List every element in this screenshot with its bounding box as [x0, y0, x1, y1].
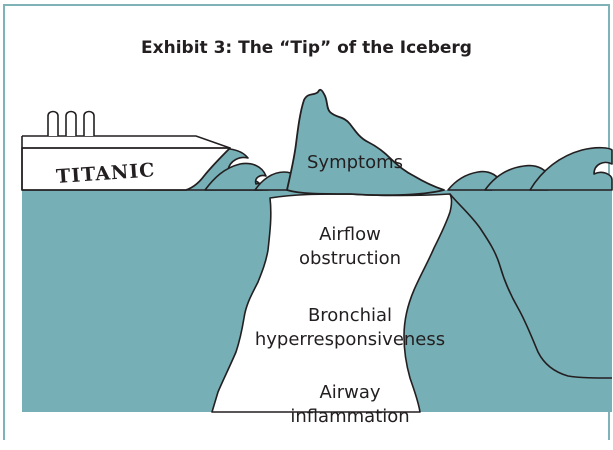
iceberg-tip-label: Symptoms: [300, 151, 410, 175]
exhibit-title: Exhibit 3: The “Tip” of the Iceberg: [0, 38, 613, 58]
ship-deck: [22, 136, 230, 148]
smokestack-2: [66, 112, 76, 137]
iceberg-layer-airway: Airway inflammation: [260, 381, 440, 429]
iceberg-layer-airflow: Airflow obstruction: [260, 223, 440, 271]
iceberg-tip: [287, 90, 444, 195]
iceberg-layer-bronchial: Bronchial hyperresponsiveness: [250, 304, 450, 352]
smokestack-1: [48, 112, 58, 137]
smokestack-3: [84, 112, 94, 137]
